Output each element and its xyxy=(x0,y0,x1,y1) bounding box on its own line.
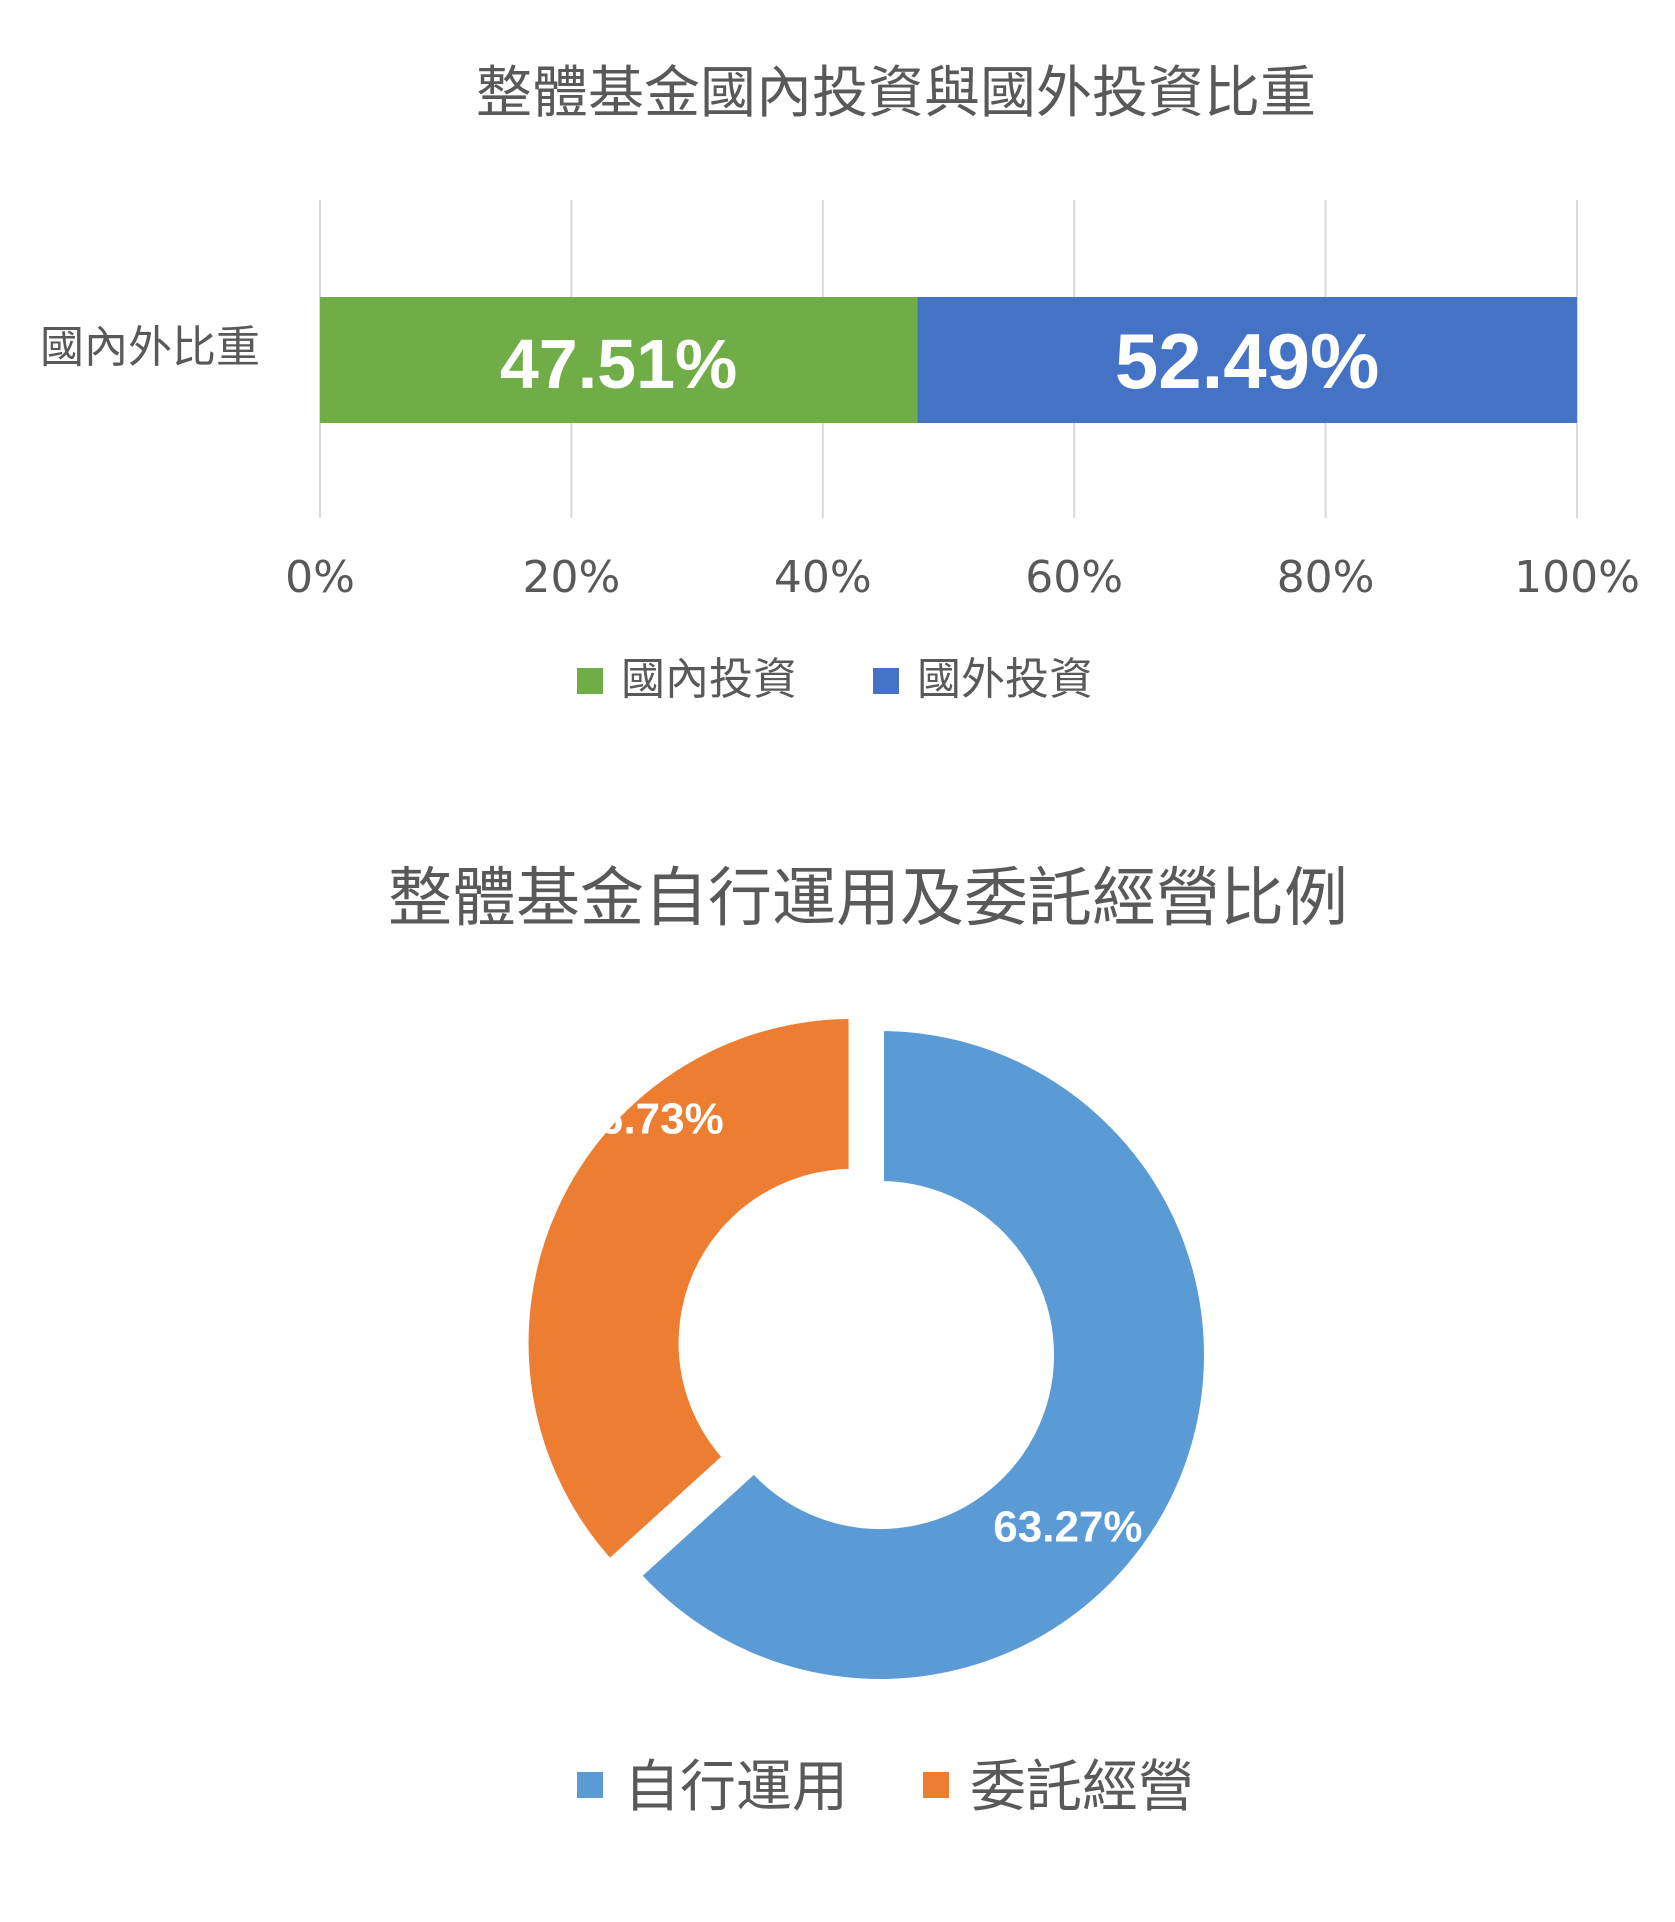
bar-data-label-foreign: 52.49% xyxy=(1115,317,1380,405)
bar-chart-title: 整體基金國內投資與國外投資比重 xyxy=(476,61,1316,126)
bar-x-tick-label: 100% xyxy=(1514,552,1640,603)
bar-x-tick-label: 80% xyxy=(1277,552,1375,603)
doughnut-slice-self xyxy=(631,1022,1212,1687)
legend-swatch-self xyxy=(577,1772,603,1798)
bar-legend: 國內投資 國外投資 xyxy=(577,654,1093,705)
doughnut-slices xyxy=(520,1010,1212,1687)
bar-x-tick-labels: 0% 20% 40% 60% 80% 100% xyxy=(285,552,1640,603)
bar-chart: 整體基金國內投資與國外投資比重 47.51% 52.49% 0% 20% 40% 60%… xyxy=(40,61,1640,705)
doughnut-chart: 整體基金自行運用及委託經營比例 63.27% 36.73% 自行運用 委託經營 xyxy=(388,862,1348,1820)
bar-x-tick-label: 20% xyxy=(523,552,621,603)
doughnut-data-label-entrusted: 36.73% xyxy=(575,1094,724,1143)
doughnut-data-labels: 63.27% 36.73% xyxy=(575,1094,1143,1551)
doughnut-slice-entrusted xyxy=(520,1010,857,1569)
legend-label-self: 自行運用 xyxy=(624,1755,848,1820)
bar-segment-domestic xyxy=(320,297,918,423)
bar-x-tick-label: 0% xyxy=(285,552,355,603)
bar-segment-foreign xyxy=(917,297,1577,423)
bar-data-label-domestic: 47.51% xyxy=(500,325,737,403)
bar-x-tick-label: 60% xyxy=(1025,552,1123,603)
bar-category-label: 國內外比重 xyxy=(40,322,260,373)
legend-swatch-domestic xyxy=(577,668,603,694)
legend-label-foreign: 國外投資 xyxy=(917,654,1093,705)
bar-x-tick-label: 40% xyxy=(774,552,872,603)
legend-swatch-entrusted xyxy=(923,1772,949,1798)
bar-segments: 47.51% 52.49% xyxy=(320,297,1577,423)
doughnut-legend: 自行運用 委託經營 xyxy=(577,1755,1194,1820)
doughnut-chart-title: 整體基金自行運用及委託經營比例 xyxy=(388,862,1348,936)
legend-label-domestic: 國內投資 xyxy=(621,654,797,705)
legend-label-entrusted: 委託經營 xyxy=(970,1755,1194,1820)
doughnut-data-label-self: 63.27% xyxy=(993,1503,1142,1552)
legend-swatch-foreign xyxy=(873,668,899,694)
